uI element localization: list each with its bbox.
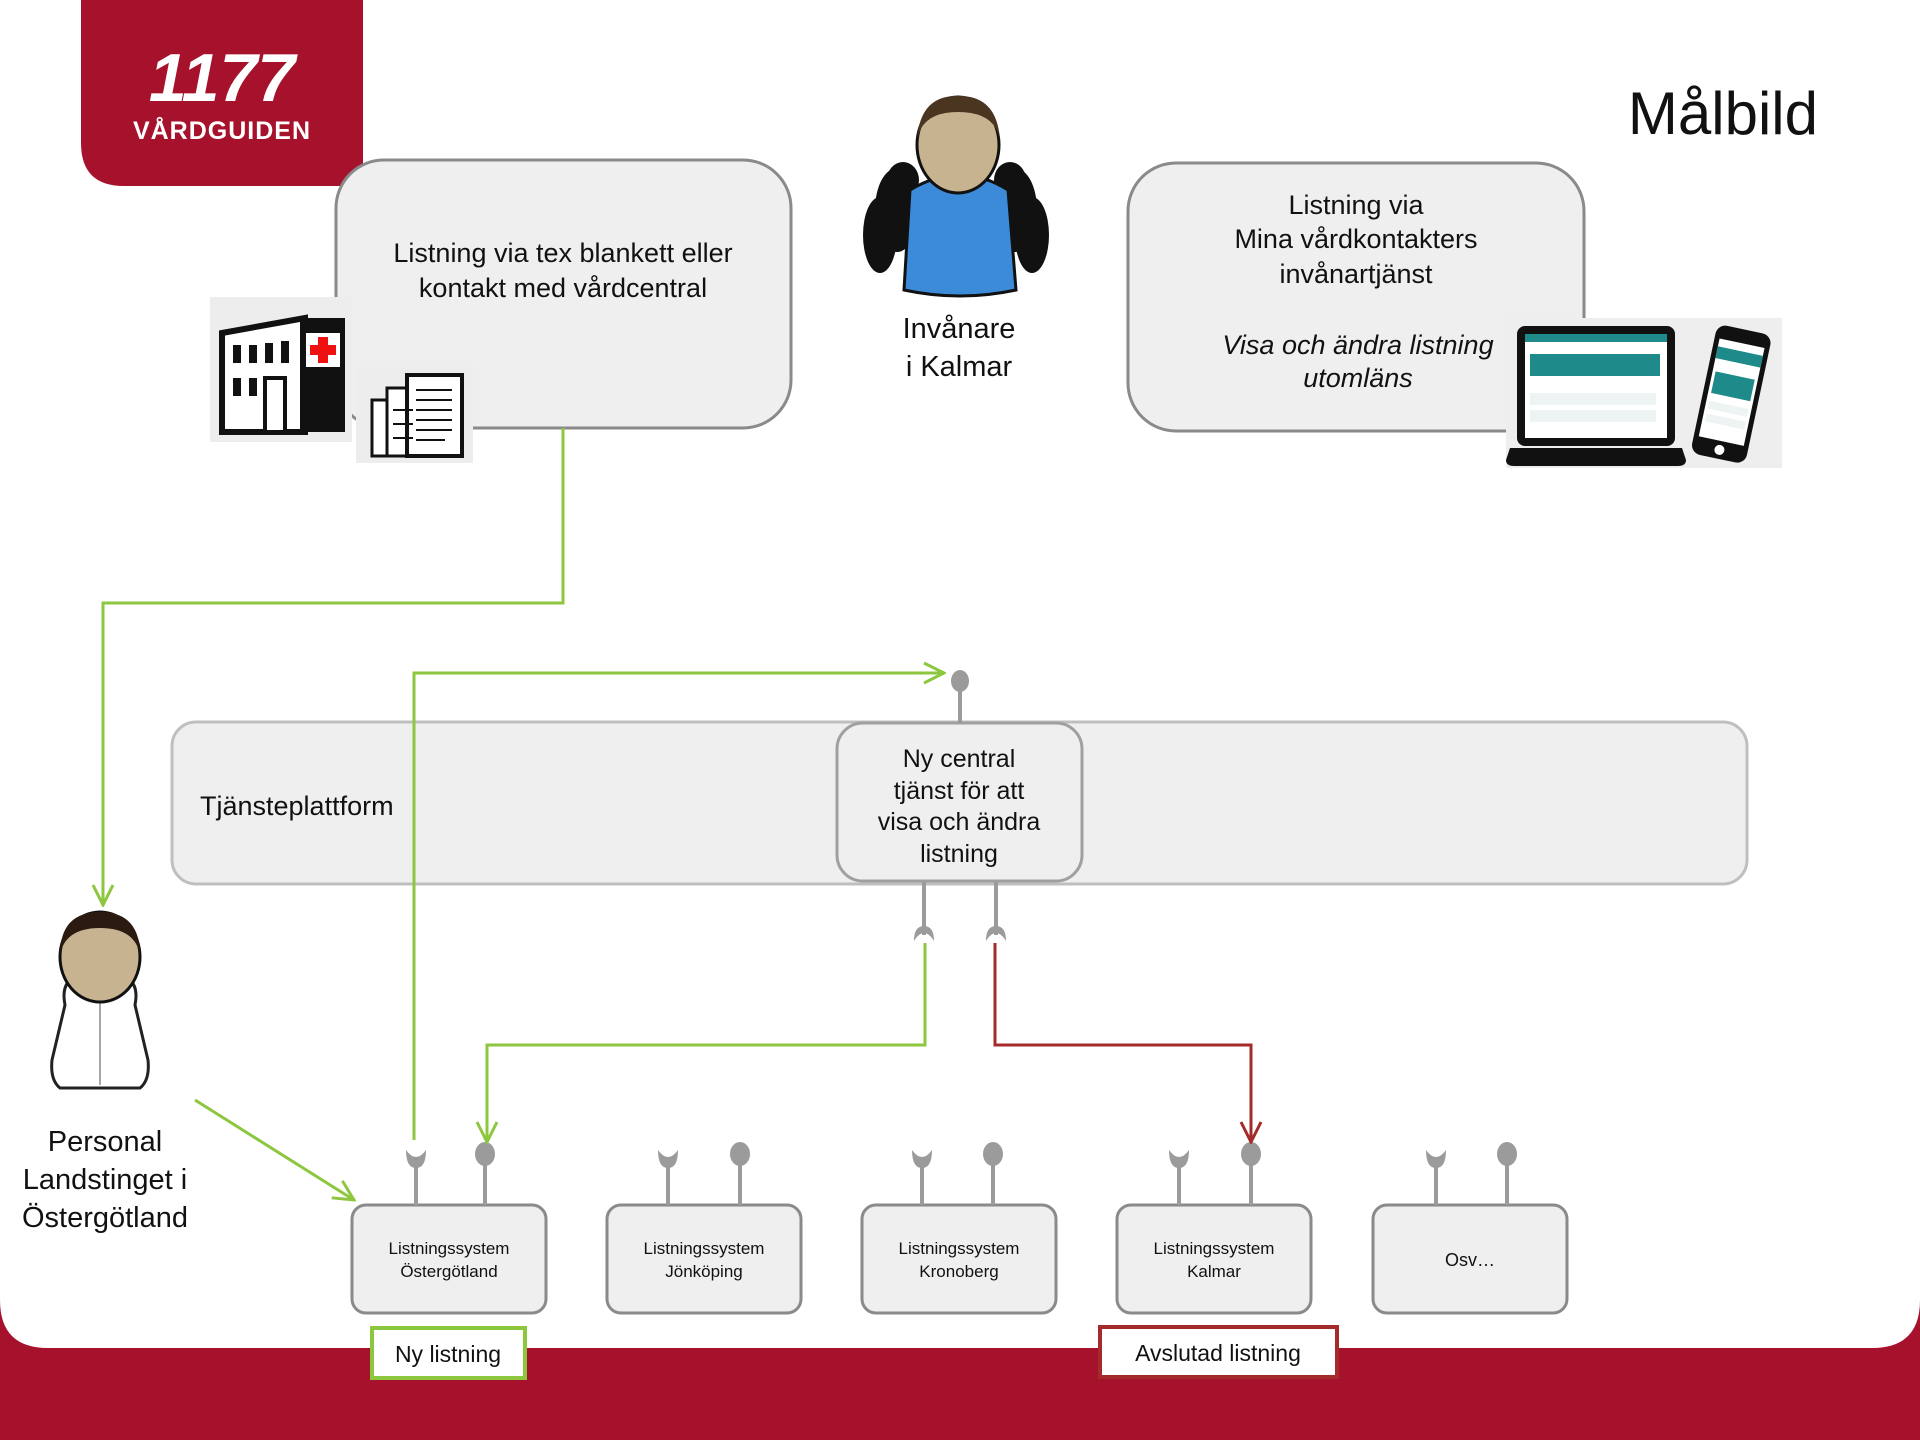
system-line1: Listningssystem [389, 1239, 510, 1258]
listing-system-ostergotland: Listningssystem Östergötland [350, 1203, 548, 1315]
page-title: Målbild [1628, 80, 1818, 147]
logo-background [81, 0, 363, 186]
citizen-label-line1: Invånare [903, 313, 1016, 345]
platform-label: Tjänsteplattform [200, 791, 394, 821]
legend-ended-listing: Avslutad listning [1098, 1325, 1339, 1379]
system-line1: Listningssystem [644, 1239, 765, 1258]
top-right-box-italic2: utomläns [1303, 363, 1413, 393]
staff-person-icon [50, 910, 150, 1090]
system-line1: Listningssystem [1154, 1239, 1275, 1258]
system-line1: Osv… [1445, 1250, 1495, 1270]
flow-ostergotland-to-central [412, 673, 944, 1140]
flow-central-to-ostergotland [487, 943, 927, 1142]
staff-label-line2: Landstinget i [23, 1164, 187, 1196]
logo-number: 1177 [149, 40, 298, 116]
listing-system-jonkoping: Listningssystem Jönköping [605, 1203, 803, 1315]
listing-system-other: Osv… [1371, 1203, 1569, 1315]
documents-icon [356, 367, 473, 463]
staff-label-line3: Östergötland [22, 1202, 188, 1234]
central-service-box: Ny central tjänst för att visa och ändra… [835, 721, 1084, 883]
logo: 1177 VÅRDGUIDEN [81, 0, 363, 186]
legend-new-listing-label: Ny listning [395, 1341, 501, 1367]
system-line1: Listningssystem [899, 1239, 1020, 1258]
top-left-box-line2: kontakt med vårdcentral [419, 273, 707, 303]
listing-system-kronoberg: Listningssystem Kronoberg [860, 1203, 1058, 1315]
legend-new-listing: Ny listning [370, 1326, 527, 1380]
top-left-box-line1: Listning via tex blankett eller [393, 238, 732, 268]
listing-system-kalmar: Listningssystem Kalmar [1115, 1203, 1313, 1315]
top-right-box-line3: invånartjänst [1279, 259, 1433, 289]
hospital-icon [210, 297, 352, 442]
staff-label-line1: Personal [48, 1126, 162, 1158]
central-service-line2: tjänst för att [894, 777, 1025, 805]
system-line2: Jönköping [665, 1262, 743, 1281]
listing-systems: Listningssystem Östergötland Listningssy… [350, 1203, 1569, 1315]
top-right-box-line2: Mina vårdkontakters [1234, 224, 1477, 254]
top-left-box: Listning via tex blankett eller kontakt … [334, 158, 793, 430]
system-line2: Kronoberg [919, 1262, 998, 1281]
central-service-line1: Ny central [903, 745, 1016, 773]
central-service-connectors [914, 670, 1006, 941]
citizen-label-line2: i Kalmar [906, 351, 1013, 383]
top-right-box-italic1: Visa och ändra listning [1222, 330, 1493, 360]
flow-box-to-staff [103, 428, 565, 905]
citizen-person-icon [863, 95, 1049, 298]
flow-central-to-kalmar [993, 943, 1251, 1142]
legend-ended-listing-label: Avslutad listning [1135, 1340, 1301, 1366]
central-service-line3: visa och ändra [878, 808, 1041, 836]
smartphone-icon [1691, 325, 1771, 463]
system-line2: Östergötland [400, 1262, 497, 1281]
flow-staff-to-ostergotland [194, 1098, 354, 1200]
top-right-box-line1: Listning via [1288, 190, 1424, 220]
system-line2: Kalmar [1187, 1262, 1241, 1281]
central-service-line4: listning [920, 840, 998, 868]
system-connectors [406, 1142, 1517, 1205]
logo-subtitle: VÅRDGUIDEN [133, 116, 311, 145]
top-right-box: Listning via Mina vårdkontakters invånar… [1126, 161, 1586, 433]
